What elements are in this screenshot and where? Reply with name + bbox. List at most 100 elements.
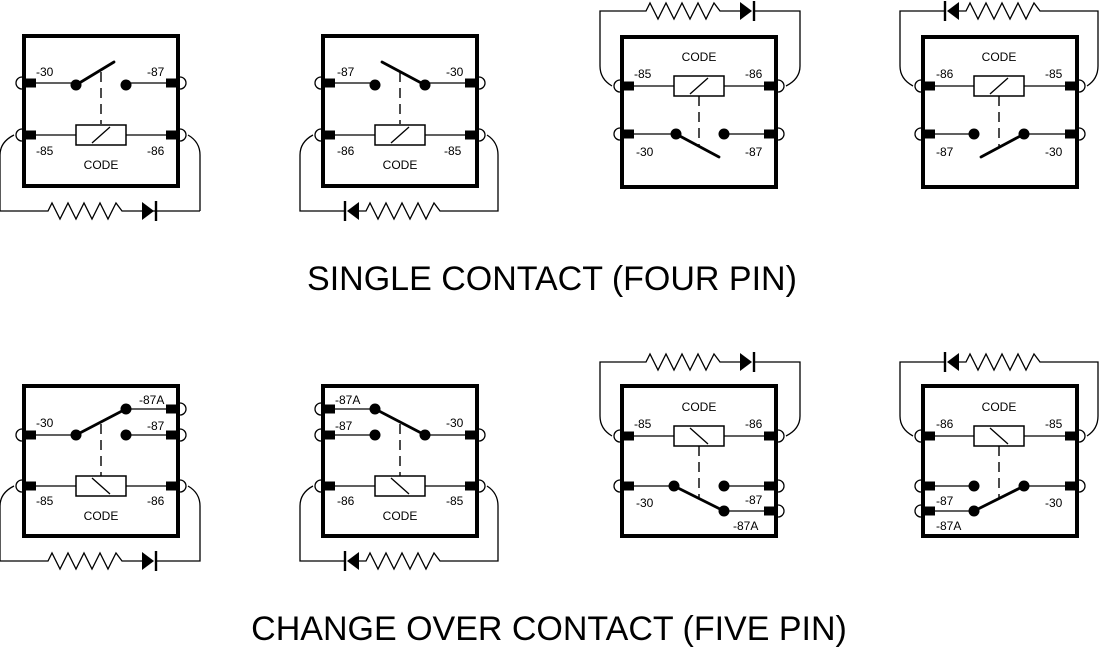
diode-icon <box>142 202 154 220</box>
pin-87 <box>314 428 336 442</box>
switch-arm <box>672 484 722 511</box>
diode-icon <box>142 552 154 570</box>
relay-6-housing <box>321 384 479 538</box>
pin-30 <box>15 76 37 90</box>
label-code: CODE <box>383 158 418 172</box>
label-pin-30: -30 <box>636 496 654 510</box>
label-code: CODE <box>383 509 418 523</box>
label-pin-85: -85 <box>634 417 652 431</box>
pin-86 <box>165 479 187 493</box>
label-pin-85: -85 <box>446 494 464 508</box>
relay-7-housing <box>620 384 778 538</box>
label-code: CODE <box>982 400 1017 414</box>
diode-icon <box>347 202 359 220</box>
pin-30 <box>613 127 635 141</box>
pin-30 <box>464 76 486 90</box>
caption-single-contact: SINGLE CONTACT (FOUR PIN) <box>307 260 797 298</box>
label-pin-30: -30 <box>1045 145 1063 159</box>
switch-arm <box>979 132 1026 159</box>
pin-85 <box>613 79 635 93</box>
pin-87a <box>314 402 336 416</box>
contact-point <box>120 79 132 91</box>
pin-87 <box>165 428 187 442</box>
pin-85 <box>464 479 486 493</box>
pin-85 <box>613 429 635 443</box>
relay-5: -87A -30 -87 -85 -86 CODE <box>0 384 201 571</box>
pin-87 <box>314 76 336 90</box>
label-pin-87: -87 <box>936 494 954 508</box>
label-pin-86: -86 <box>337 494 355 508</box>
label-pin-85: -85 <box>36 144 54 158</box>
diode-icon <box>347 552 359 570</box>
relay-7: CODE -85 -86 -30 -87 -87A <box>599 352 801 538</box>
label-pin-87: -87 <box>745 145 763 159</box>
label-pin-85: -85 <box>36 494 54 508</box>
relay-1: -30 -87 -85 -86 CODE <box>0 34 201 221</box>
switch-arm <box>380 60 427 87</box>
label-pin-86: -86 <box>147 494 165 508</box>
diode-icon <box>740 2 752 20</box>
pin-85 <box>15 479 37 493</box>
diode-icon <box>740 353 752 371</box>
switch-arm <box>976 484 1026 511</box>
relay-1-housing <box>22 34 180 188</box>
label-pin-86: -86 <box>745 67 763 81</box>
label-code: CODE <box>682 400 717 414</box>
relay-4-housing <box>921 35 1079 189</box>
label-pin-30: -30 <box>1045 496 1063 510</box>
relay-8-housing <box>921 384 1079 538</box>
relay-2: -87 -30 -86 -85 CODE <box>299 34 499 221</box>
resistor <box>959 352 1099 437</box>
diode-icon <box>947 2 959 20</box>
pin-86 <box>763 79 785 93</box>
relay-3: CODE -85 -86 -30 -87 <box>599 1 801 189</box>
pin-86 <box>314 128 336 142</box>
relay-4: CODE -86 -85 -87 -30 <box>899 1 1099 189</box>
label-pin-87a: -87A <box>936 519 961 533</box>
pin-87 <box>165 76 187 90</box>
label-code: CODE <box>982 50 1017 64</box>
label-pin-30: -30 <box>446 416 464 430</box>
relay-8: CODE -86 -85 -87 -30 -87A <box>899 352 1099 538</box>
pin-86 <box>314 479 336 493</box>
label-pin-87: -87 <box>147 419 165 433</box>
label-code: CODE <box>682 50 717 64</box>
pin-30 <box>464 428 486 442</box>
switch-arm <box>674 132 721 159</box>
relay-5-housing <box>22 384 180 538</box>
label-pin-87: -87 <box>147 65 165 79</box>
pin-85 <box>1064 429 1086 443</box>
label-pin-86: -86 <box>745 417 763 431</box>
relay-2-housing <box>321 34 479 188</box>
label-pin-85: -85 <box>634 67 652 81</box>
label-pin-30: -30 <box>446 65 464 79</box>
pin-85 <box>1064 79 1086 93</box>
pin-86 <box>165 128 187 142</box>
resistor <box>359 134 499 221</box>
resistor <box>0 134 142 221</box>
resistor <box>0 485 142 571</box>
switch-arm <box>74 60 116 87</box>
label-code: CODE <box>84 158 119 172</box>
label-pin-85: -85 <box>1045 67 1063 81</box>
pin-86 <box>914 429 936 443</box>
pin-86 <box>763 429 785 443</box>
pin-30 <box>1064 479 1086 493</box>
pin-87 <box>914 127 936 141</box>
resistor <box>599 352 740 437</box>
label-pin-86: -86 <box>936 67 954 81</box>
label-pin-85: -85 <box>1045 417 1063 431</box>
label-pin-87: -87 <box>335 419 353 433</box>
pin-86 <box>914 79 936 93</box>
switch-arm <box>377 409 427 437</box>
label-pin-87: -87 <box>337 65 355 79</box>
label-pin-85: -85 <box>444 144 462 158</box>
pin-30 <box>613 479 635 493</box>
label-pin-30: -30 <box>636 145 654 159</box>
pin-87 <box>763 127 785 141</box>
relay-3-housing <box>620 35 778 189</box>
label-pin-86: -86 <box>337 144 355 158</box>
label-code: CODE <box>84 509 119 523</box>
label-pin-87: -87 <box>936 145 954 159</box>
